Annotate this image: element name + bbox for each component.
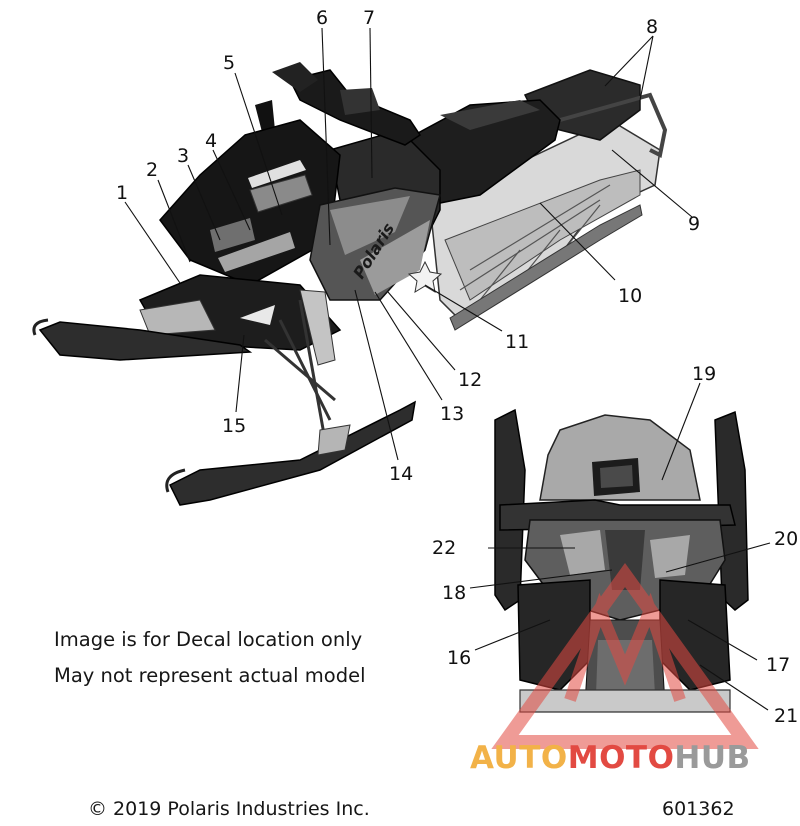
callout-15: 15: [222, 415, 246, 437]
copyright-notice: © 2019 Polaris Industries Inc.: [88, 798, 370, 820]
callout-22: 22: [432, 537, 456, 559]
callout-17: 17: [766, 654, 790, 676]
callout-3: 3: [177, 145, 189, 167]
snowmobile-rear-view: [494, 408, 749, 713]
decal-disclaimer-line-1: Image is for Decal location only: [54, 628, 363, 651]
callout-14: 14: [389, 463, 413, 485]
callout-9: 9: [688, 213, 700, 235]
callout-numbers: 1 2 3 4 5 6 7 8 9 10 11 12 13 14 15 16 1…: [116, 7, 798, 727]
callout-18: 18: [442, 582, 466, 604]
callout-8: 8: [646, 16, 658, 38]
automotohub-watermark-text: AUTOMOTOHUB: [470, 740, 751, 776]
part-number: 601362: [662, 798, 735, 820]
callout-4: 4: [205, 130, 217, 152]
callout-7: 7: [363, 7, 375, 29]
callout-19: 19: [692, 363, 716, 385]
callout-6: 6: [316, 7, 328, 29]
callout-21: 21: [774, 705, 798, 727]
callout-2: 2: [146, 159, 158, 181]
callout-10: 10: [618, 285, 642, 307]
callout-16: 16: [447, 647, 471, 669]
leader-lines: [124, 27, 771, 711]
watermark-auto: AUTO: [470, 740, 568, 776]
callout-1: 1: [116, 182, 128, 204]
watermark-moto: MOTO: [567, 740, 675, 776]
decal-disclaimer-line-2: May not represent actual model: [54, 664, 366, 687]
automotohub-watermark-logo: [491, 563, 759, 749]
watermark-hub: HUB: [674, 740, 751, 776]
callout-11: 11: [505, 331, 529, 353]
callout-5: 5: [223, 52, 235, 74]
callout-12: 12: [458, 369, 482, 391]
snowmobile-side-view: Polaris: [32, 62, 668, 506]
callout-13: 13: [440, 403, 464, 425]
callout-20: 20: [774, 528, 798, 550]
